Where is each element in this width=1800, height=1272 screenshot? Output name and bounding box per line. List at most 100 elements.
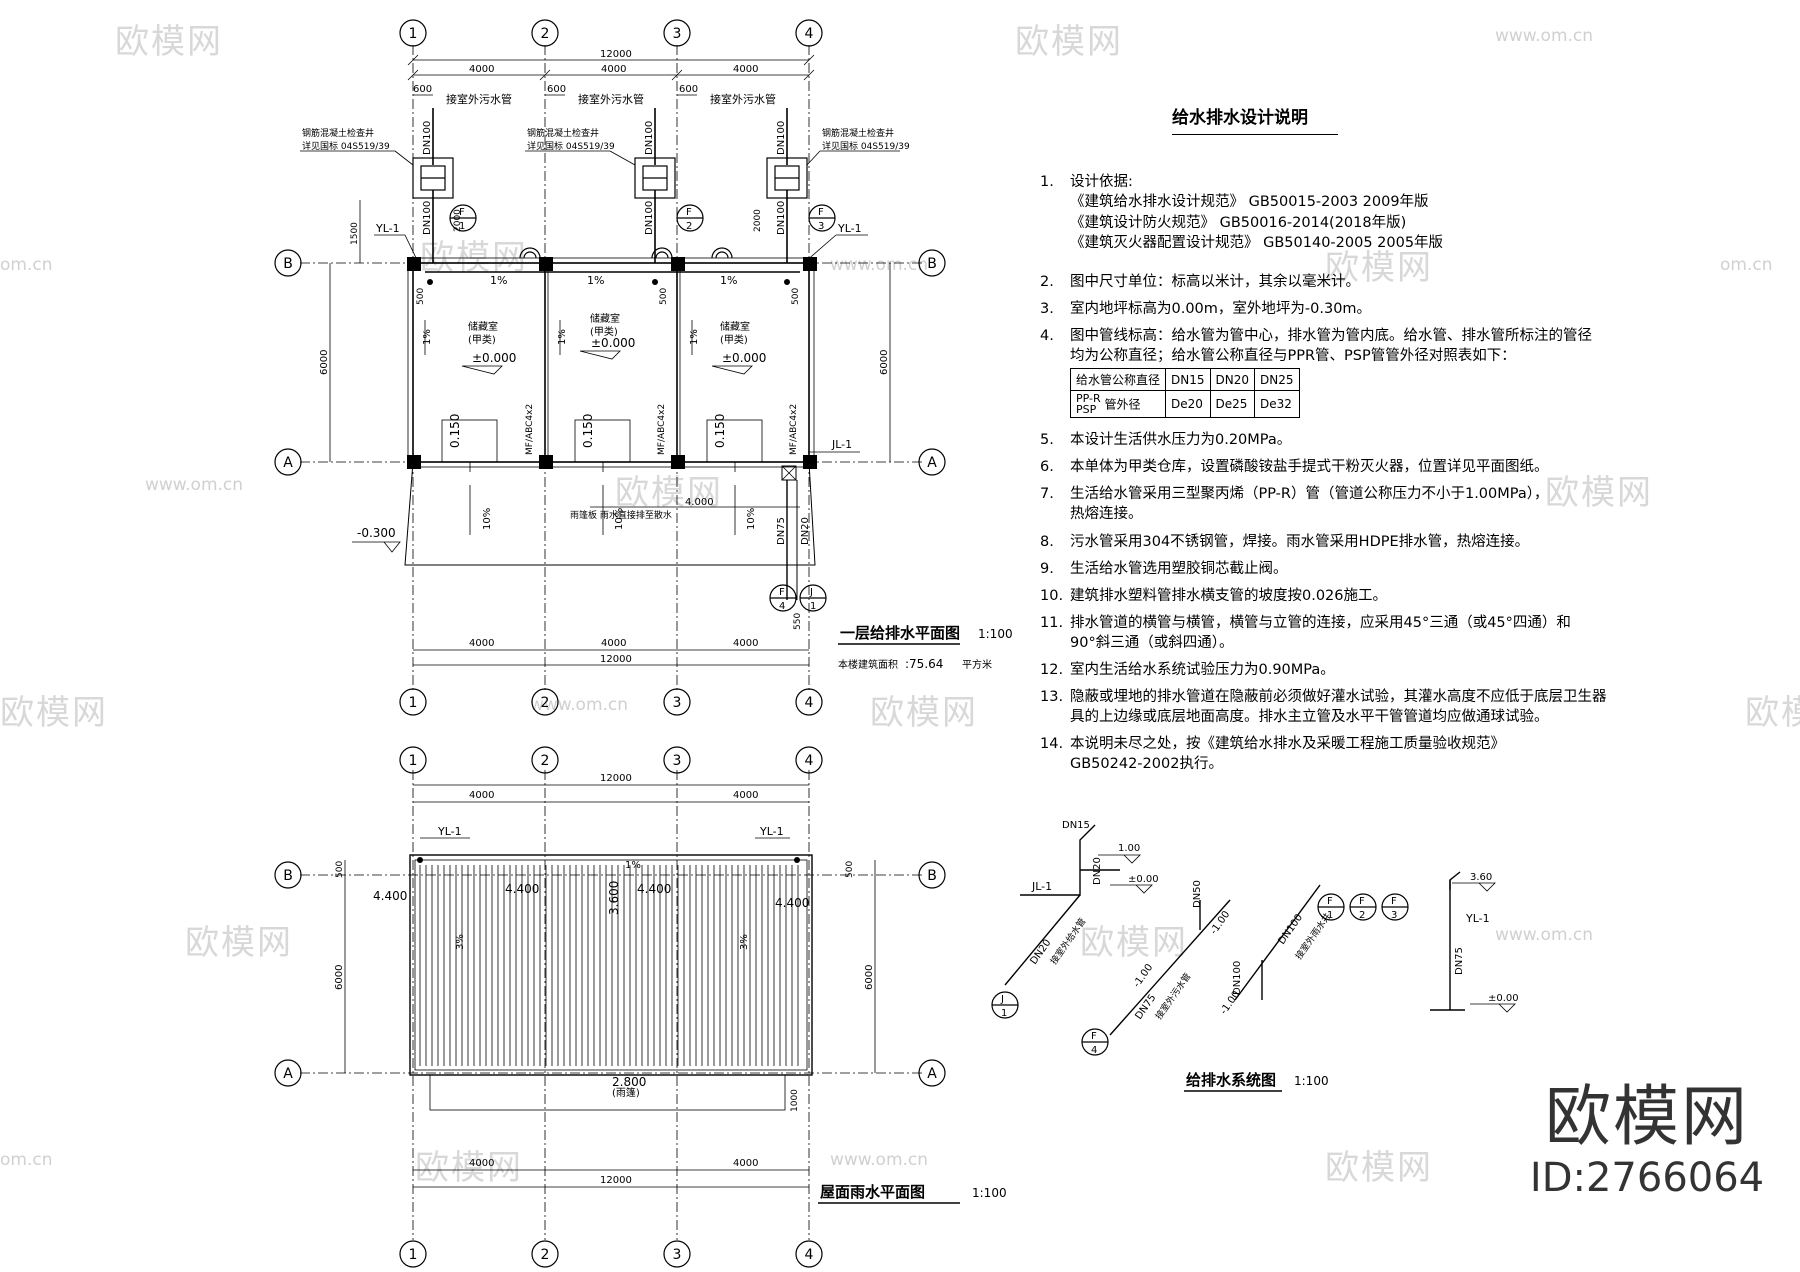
axis-label: 2 xyxy=(541,26,550,42)
table-label-ppr: PP-R xyxy=(1076,392,1101,405)
plan1-dim-bay: 4000 xyxy=(601,638,626,649)
note-line: 均为公称直径；给水管公称直径与PPR管、PSP管管外径对照表如下： xyxy=(1070,348,1516,365)
sys-lvl-neg100: -1.00 xyxy=(1218,989,1242,1017)
note-number: 2. xyxy=(1040,274,1054,290)
sys-dn15: DN15 xyxy=(1062,820,1090,831)
dn100-label: DN100 xyxy=(422,121,433,155)
level-0150: 0.150 xyxy=(713,414,727,448)
plan1-dim-600: 600 xyxy=(547,84,566,95)
room-level: ±0.000 xyxy=(472,351,516,365)
slope-label: 1% xyxy=(490,274,507,287)
dn20-label: DN20 xyxy=(800,517,811,545)
sys-lvl-000: ±0.00 xyxy=(1488,993,1519,1004)
roof-level-4400: 4.400 xyxy=(505,882,539,896)
watermark-brand: 欧模网 xyxy=(115,22,223,62)
notes-title: 给水排水设计说明 xyxy=(1172,108,1338,136)
note-body: 室内生活给水系统试验压力为0.90MPa。 xyxy=(1070,660,1550,680)
axis-bubbles-plan1 xyxy=(274,19,946,716)
roof-dim-bay: 4000 xyxy=(469,1158,494,1169)
yl1-label: YL-1 xyxy=(759,825,784,838)
brand-logo: 欧模网 ID:2766064 xyxy=(1518,1080,1776,1202)
outdoor-level: -0.300 xyxy=(357,526,396,540)
room-name: 储藏室 xyxy=(590,312,620,325)
index-f-letter: F xyxy=(779,587,785,598)
note-body: 本单体为甲类仓库，设置磷酸铵盐手提式干粉灭火器，位置详见平面图纸。 xyxy=(1070,457,1550,477)
note-line: 隐蔽或埋地的排水管道在隐蔽前必须做好灌水试验，其灌水高度不应低于底层卫生器 xyxy=(1070,689,1607,705)
roof-dim-total: 12000 xyxy=(600,1175,632,1186)
manhole xyxy=(766,157,808,199)
note-line: 图中管线标高：给水管为管中心，排水管为管内底。给水管、排水管所标注的管径 xyxy=(1070,328,1592,344)
note-line: 生活给水管采用三型聚丙烯（PP-R）管（管道公称压力不小于1.00MPa）， xyxy=(1070,486,1549,502)
watermark-brand: 欧模网 xyxy=(1745,693,1800,733)
manhole-note: 钢筋混凝土检查井 xyxy=(822,127,894,139)
index-f-number: 2 xyxy=(686,221,692,232)
note-body: 图中尺寸单位：标高以米计，其余以毫米计。 xyxy=(1070,272,1550,292)
sys-tag-f-num: 1 xyxy=(1327,910,1333,921)
roof-slope: 3% xyxy=(739,934,750,950)
note-number: 7. xyxy=(1040,486,1054,502)
axis-label: 3 xyxy=(673,26,682,42)
axis-label: A xyxy=(927,455,937,471)
axis-label: 4 xyxy=(805,26,814,42)
watermark-brand: 欧模网 xyxy=(870,693,978,733)
plan1-dim-bay: 4000 xyxy=(469,638,494,649)
note-number: 14. xyxy=(1040,736,1064,752)
watermark-brand: 欧模网 xyxy=(1015,22,1123,62)
manhole xyxy=(412,157,454,199)
note-line: 建筑排水塑料管排水横支管的坡度按0.026施工。 xyxy=(1070,588,1388,604)
sys-tag-j-num: 1 xyxy=(1001,1008,1007,1019)
note-number: 1. xyxy=(1040,174,1054,190)
note-line: 设计依据: xyxy=(1070,174,1133,190)
sys-dn20: DN20 xyxy=(1092,857,1103,885)
plan1-dim-total-top: 12000 xyxy=(600,49,632,60)
dim-500: 500 xyxy=(659,288,669,305)
roof-slope: 3% xyxy=(455,934,466,950)
axis-label: B xyxy=(283,256,293,272)
doors xyxy=(441,419,763,472)
dim-550: 550 xyxy=(793,613,803,630)
index-f-number: 4 xyxy=(779,601,785,612)
note-number: 6. xyxy=(1040,459,1054,475)
sys-lvl-000: ±0.00 xyxy=(1128,874,1159,885)
sys-tag-f: F xyxy=(1391,896,1397,907)
watermark-url: www.om.cn xyxy=(1495,26,1594,46)
note-line: 室内地坪标高为0.00m，室外地坪为-0.30m。 xyxy=(1070,301,1372,317)
index-circle-f1 xyxy=(449,204,477,232)
dim-500: 500 xyxy=(791,288,801,305)
table-cell: De25 xyxy=(1209,390,1256,418)
roof-dim-bay: 4000 xyxy=(733,1158,758,1169)
dn75-label: DN75 xyxy=(776,517,787,545)
note-line: 生活给水管选用塑胶铜芯截止阀。 xyxy=(1070,561,1288,577)
sys-lvl-neg100: -1.00 xyxy=(1208,909,1232,937)
sys-dn100: DN100 xyxy=(1276,912,1305,946)
sys-tag-j: J xyxy=(1000,994,1004,1005)
dim-depth: 6000 xyxy=(319,350,330,375)
sys-dn100: DN100 xyxy=(1232,961,1243,995)
brand-id: ID:2766064 xyxy=(1529,1155,1765,1201)
plan1-dim-bay: 4000 xyxy=(469,64,494,75)
slope-label: 1% xyxy=(689,329,700,345)
yl1-label: YL-1 xyxy=(837,222,862,235)
table-cell: PP-R PSP 管外径 xyxy=(1069,390,1167,418)
index-circle-j1 xyxy=(799,584,827,612)
level-0150: 0.150 xyxy=(448,414,462,448)
plan1-dim-bay: 4000 xyxy=(733,638,758,649)
index-f-number: 3 xyxy=(818,221,824,232)
note-number: 12. xyxy=(1040,662,1064,678)
note-number: 4. xyxy=(1040,328,1054,344)
roof-title: 屋面雨水平面图 xyxy=(820,1183,925,1201)
table-cell: De20 xyxy=(1165,390,1211,418)
note-line: 本设计生活供水压力为0.20MPa。 xyxy=(1070,432,1292,448)
sys-tag-f-num: 2 xyxy=(1359,910,1365,921)
sewer-pipe-label: 接室外污水管 xyxy=(710,92,776,106)
sys-dn75: DN75 xyxy=(1454,947,1465,975)
note-body: 生活给水管选用塑胶铜芯截止阀。 xyxy=(1070,559,1550,579)
roof-canopy: (雨篷) xyxy=(612,1086,640,1099)
index-j-number: 1 xyxy=(810,601,816,612)
sys-yl1: YL-1 xyxy=(1465,912,1490,925)
watermark-brand: 欧模网 xyxy=(1080,923,1188,963)
axis-label: 3 xyxy=(673,753,682,769)
floor-drain xyxy=(711,247,733,259)
dn100-label: DN100 xyxy=(776,201,787,235)
